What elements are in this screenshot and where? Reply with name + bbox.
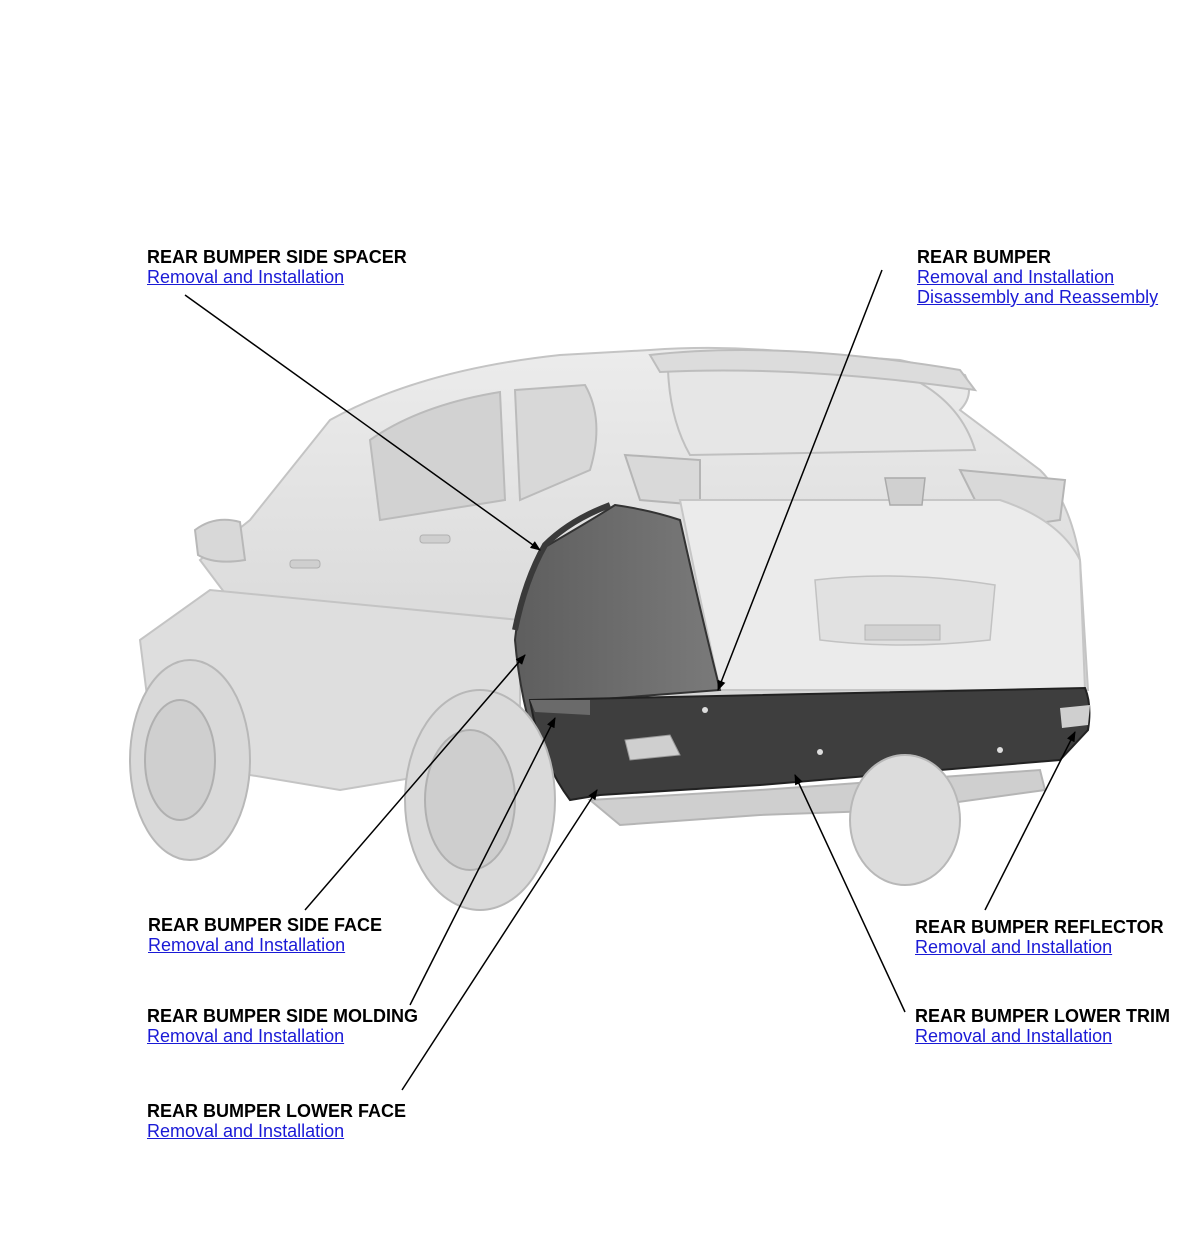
leader-line-lower-face (401, 789, 598, 1091)
callout-title: REAR BUMPER SIDE FACE (148, 915, 383, 935)
removal-installation-link[interactable]: Removal and Installation (915, 1026, 1113, 1046)
callout-lower-face: REAR BUMPER LOWER FACE Removal and Insta… (147, 1101, 406, 1141)
callout-title: REAR BUMPER LOWER FACE (147, 1101, 407, 1121)
leader-lines (184, 269, 1076, 1091)
callout-title: REAR BUMPER SIDE MOLDING (147, 1006, 419, 1026)
wheels (129, 659, 961, 911)
leader-line-rear-bumper (717, 269, 883, 691)
leader-line-side-spacer (184, 294, 541, 551)
callout-title: REAR BUMPER REFLECTOR (915, 917, 1164, 937)
callout-side-face: REAR BUMPER SIDE FACE Removal and Instal… (148, 915, 382, 955)
callout-side-molding: REAR BUMPER SIDE MOLDING Removal and Ins… (147, 1006, 418, 1046)
callout-title: REAR BUMPER SIDE SPACER (147, 247, 407, 267)
callout-title: REAR BUMPER LOWER TRIM (915, 1006, 1170, 1026)
callout-reflector: REAR BUMPER REFLECTOR Removal and Instal… (915, 917, 1164, 957)
removal-installation-link[interactable]: Removal and Installation (147, 1121, 345, 1141)
callout-title: REAR BUMPER (917, 247, 1052, 267)
callout-lower-trim: REAR BUMPER LOWER TRIM Removal and Insta… (915, 1006, 1170, 1046)
leader-line-lower-trim (794, 774, 906, 1013)
callout-side-spacer: REAR BUMPER SIDE SPACER Removal and Inst… (147, 247, 407, 287)
removal-installation-link[interactable]: Removal and Installation (915, 937, 1113, 957)
disassembly-reassembly-link[interactable]: Disassembly and Reassembly (917, 287, 1159, 307)
removal-installation-link[interactable]: Removal and Installation (917, 267, 1115, 287)
leader-line-reflector (984, 731, 1076, 911)
removal-installation-link[interactable]: Removal and Installation (148, 935, 346, 955)
leader-line-side-molding (409, 717, 556, 1006)
callout-rear-bumper: REAR BUMPER Removal and Installation Dis… (917, 247, 1158, 307)
removal-installation-link[interactable]: Removal and Installation (147, 267, 345, 287)
rear-bumper-side-face-part (512, 502, 722, 763)
removal-installation-link[interactable]: Removal and Installation (147, 1026, 345, 1046)
leader-line-side-face (304, 654, 526, 911)
